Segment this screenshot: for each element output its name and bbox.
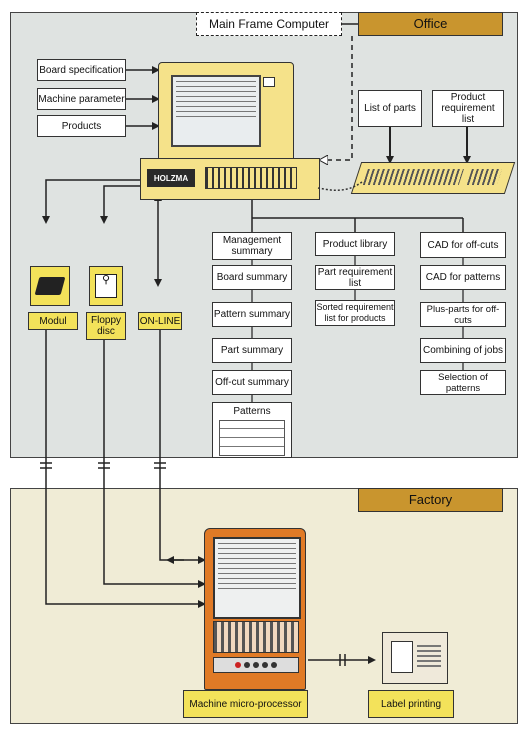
plus-parts-label: Plus-parts for off-cuts	[426, 303, 500, 326]
product-library-label: Product library	[322, 238, 388, 250]
plus-parts-box: Plus-parts for off-cuts	[420, 302, 506, 327]
mainframe-label: Main Frame Computer	[208, 17, 330, 31]
modul-label-box: Modul	[28, 312, 78, 330]
modul-cartridge	[30, 266, 70, 306]
cad-patterns-label: CAD for patterns	[425, 272, 501, 283]
label-roll	[391, 641, 413, 673]
holzma-brand-text: HOLZMA	[153, 173, 189, 183]
label-printing-label: Label printing	[380, 698, 442, 710]
cad-off-cuts-box: CAD for off-cuts	[420, 232, 506, 258]
list-of-parts-label: List of parts	[364, 103, 416, 114]
floppy-disc: ⚲	[89, 266, 123, 306]
board-summary-box: Board summary	[212, 265, 292, 290]
off-cut-summary-box: Off-cut summary	[212, 370, 292, 395]
online-label-box: ON-LINE	[138, 312, 182, 330]
product-library-box: Product library	[315, 232, 395, 256]
machine-button-icon	[262, 662, 268, 668]
part-requirement-list-label: Part requirement list	[317, 266, 393, 289]
board-summary-label: Board summary	[216, 272, 288, 283]
machine-buttons	[213, 657, 299, 673]
floppy-disc-label-box: Floppy disc	[86, 312, 126, 340]
disk-drive-slots	[205, 167, 297, 189]
machine-keypad	[213, 621, 299, 653]
off-cut-summary-label: Off-cut summary	[215, 377, 289, 388]
machine-button-icon	[271, 662, 277, 668]
pattern-summary-box: Pattern summary	[212, 302, 292, 327]
floppy-icon: ⚲	[95, 274, 117, 298]
product-requirement-list-label: Product requirement list	[441, 92, 495, 125]
sorted-requirement-list-box: Sorted requirement list for products	[315, 300, 395, 326]
part-requirement-list-box: Part requirement list	[315, 265, 395, 290]
management-summary-box: Management summary	[212, 232, 292, 260]
machine-parameter-label: Machine parameter	[38, 93, 125, 105]
machine-micro-processor-unit	[204, 528, 306, 690]
products-label: Products	[61, 120, 102, 132]
label-printer	[382, 632, 448, 684]
patterns-label: Patterns	[233, 406, 271, 417]
mainframe-computer-box: Main Frame Computer	[196, 12, 342, 36]
cad-patterns-box: CAD for patterns	[420, 265, 506, 290]
module-icon	[34, 277, 66, 295]
part-summary-label: Part summary	[220, 345, 284, 356]
monitor-button	[263, 77, 275, 87]
printer-keypad	[417, 643, 441, 667]
patterns-thumbnail	[219, 420, 285, 456]
floppy-disc-label: Floppy disc	[90, 315, 121, 337]
product-requirement-list-box: Product requirement list	[432, 90, 504, 127]
products-box: Products	[37, 115, 126, 137]
factory-label: Factory	[358, 488, 503, 512]
sorted-requirement-list-label: Sorted requirement list for products	[316, 302, 394, 323]
selection-patterns-box: Selection of patterns	[420, 370, 506, 395]
list-of-parts-box: List of parts	[358, 90, 422, 127]
machine-micro-processor-box: Machine micro-processor	[183, 690, 308, 718]
part-summary-box: Part summary	[212, 338, 292, 363]
online-label: ON-LINE	[139, 315, 181, 327]
cad-off-cuts-label: CAD for off-cuts	[427, 239, 499, 251]
machine-micro-processor-label: Machine micro-processor	[189, 698, 302, 710]
combining-jobs-label: Combining of jobs	[422, 345, 504, 356]
combining-jobs-box: Combining of jobs	[420, 338, 506, 363]
board-specification-box: Board specification	[37, 59, 126, 81]
board-specification-label: Board specification	[39, 64, 124, 76]
computer-base-unit: HOLZMA	[140, 158, 320, 200]
modul-label: Modul	[39, 315, 67, 327]
selection-patterns-label: Selection of patterns	[438, 371, 488, 394]
patterns-box: Patterns	[212, 402, 292, 458]
computer-monitor	[158, 62, 294, 162]
machine-button-icon	[253, 662, 259, 668]
machine-screen	[213, 537, 301, 619]
pattern-summary-label: Pattern summary	[213, 309, 291, 320]
machine-button-icon	[244, 662, 250, 668]
machine-button-red-icon	[235, 662, 241, 668]
holzma-logo: HOLZMA	[147, 169, 195, 187]
label-printing-box: Label printing	[368, 690, 454, 718]
office-label: Office	[358, 12, 503, 36]
machine-parameter-box: Machine parameter	[37, 88, 126, 110]
monitor-screen	[171, 75, 261, 147]
management-summary-label: Management summary	[222, 235, 282, 257]
